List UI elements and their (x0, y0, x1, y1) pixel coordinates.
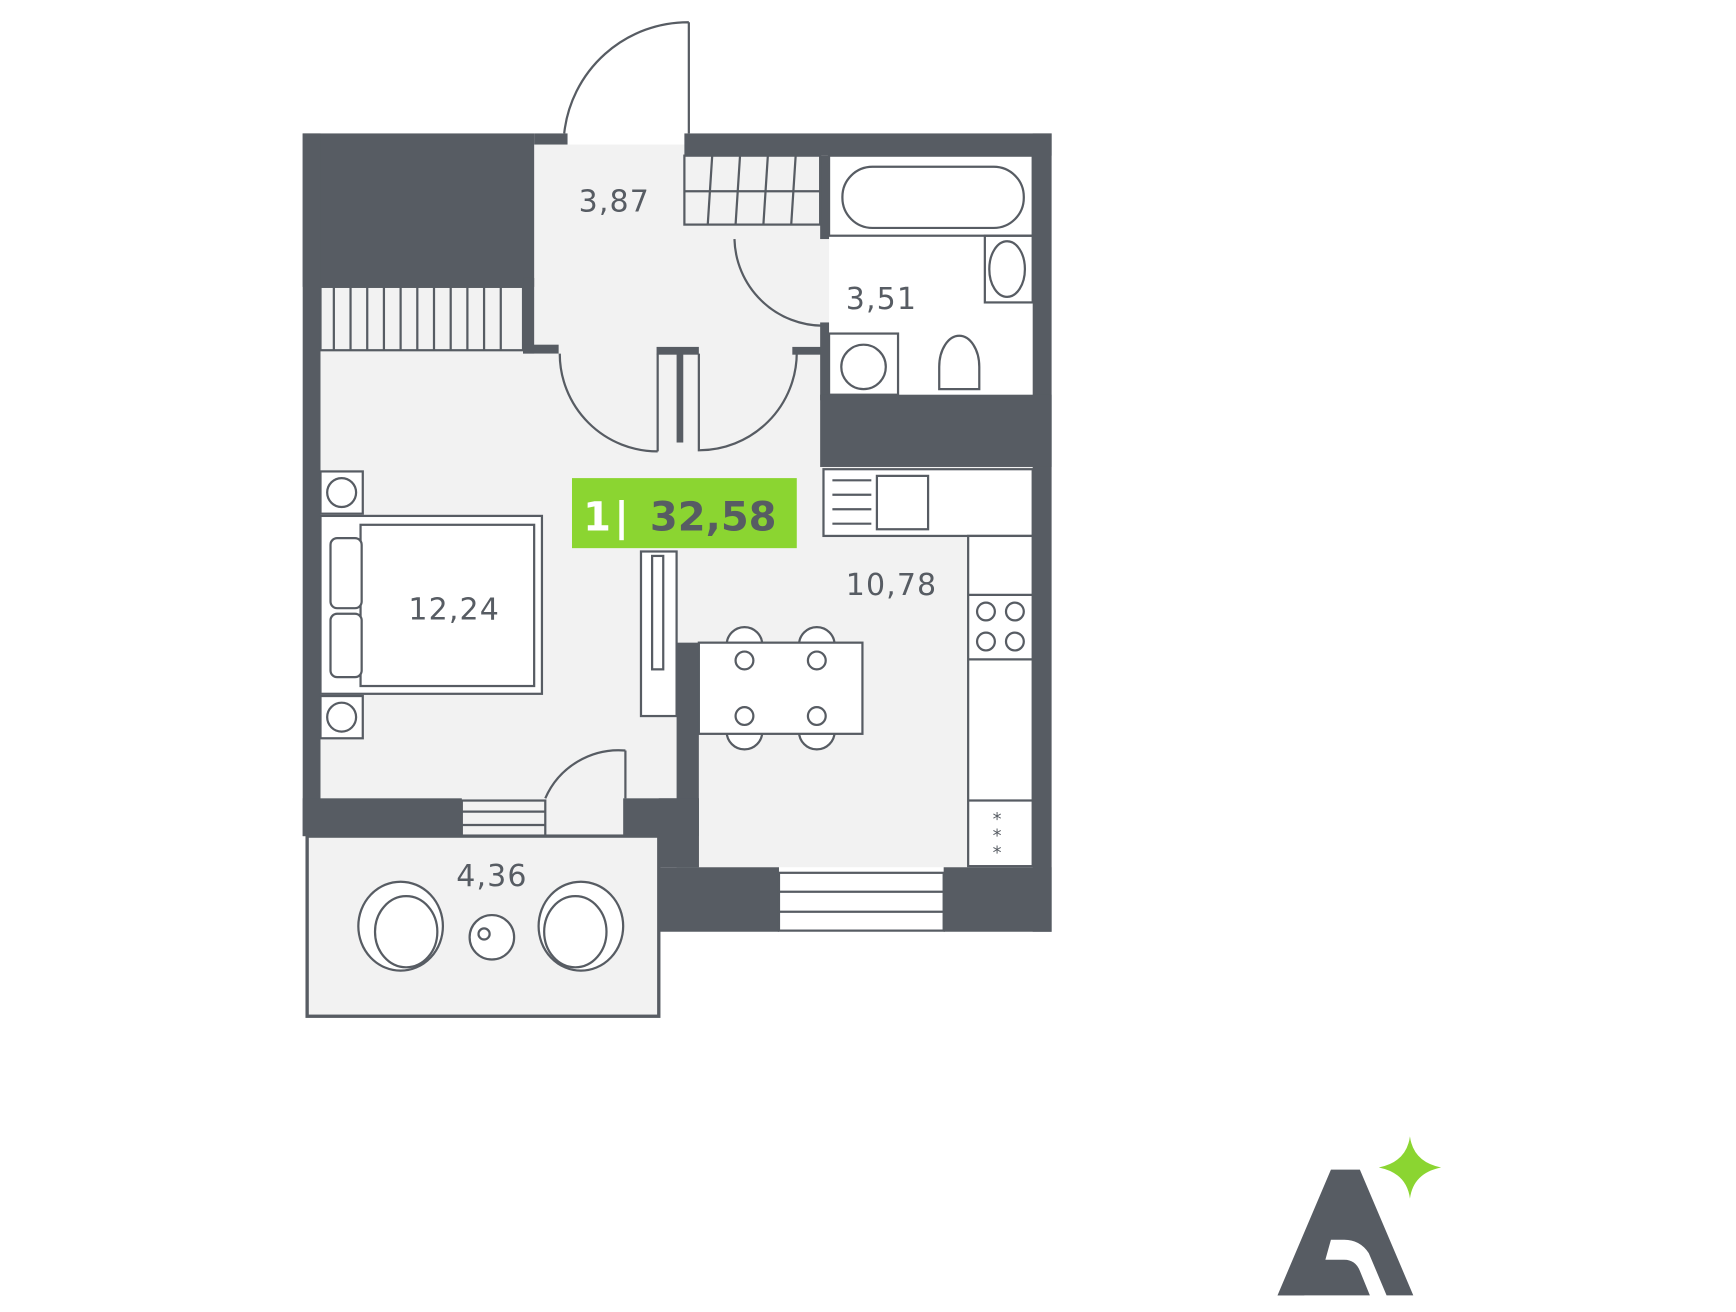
room-area-kitchen: 10,78 (846, 568, 938, 603)
total-area-badge: 1 | 32,58 (571, 478, 797, 549)
svg-text:*: * (993, 826, 1002, 847)
bathroom-fixtures (827, 154, 1034, 396)
doors (544, 21, 824, 799)
walls (302, 133, 1052, 932)
svg-text:*: * (993, 809, 1002, 830)
windows (319, 154, 945, 932)
room-area-bedroom: 12,24 (408, 592, 500, 627)
badge-total-area: 32,58 (650, 494, 777, 540)
brand-logo (1277, 1136, 1442, 1296)
room-area-hallway: 3,87 (579, 184, 650, 219)
room-area-bathroom: 3,51 (846, 282, 917, 317)
room-area-balcony: 4,36 (456, 859, 527, 894)
badge-separator: | (614, 494, 629, 541)
badge-room-count: 1 (583, 494, 611, 540)
kitchen-fixtures: *** (697, 468, 1034, 868)
svg-text:*: * (993, 842, 1002, 863)
balcony-furniture (357, 880, 625, 972)
bedroom-furniture (319, 470, 678, 740)
sparkle-star-icon (1378, 1136, 1442, 1199)
